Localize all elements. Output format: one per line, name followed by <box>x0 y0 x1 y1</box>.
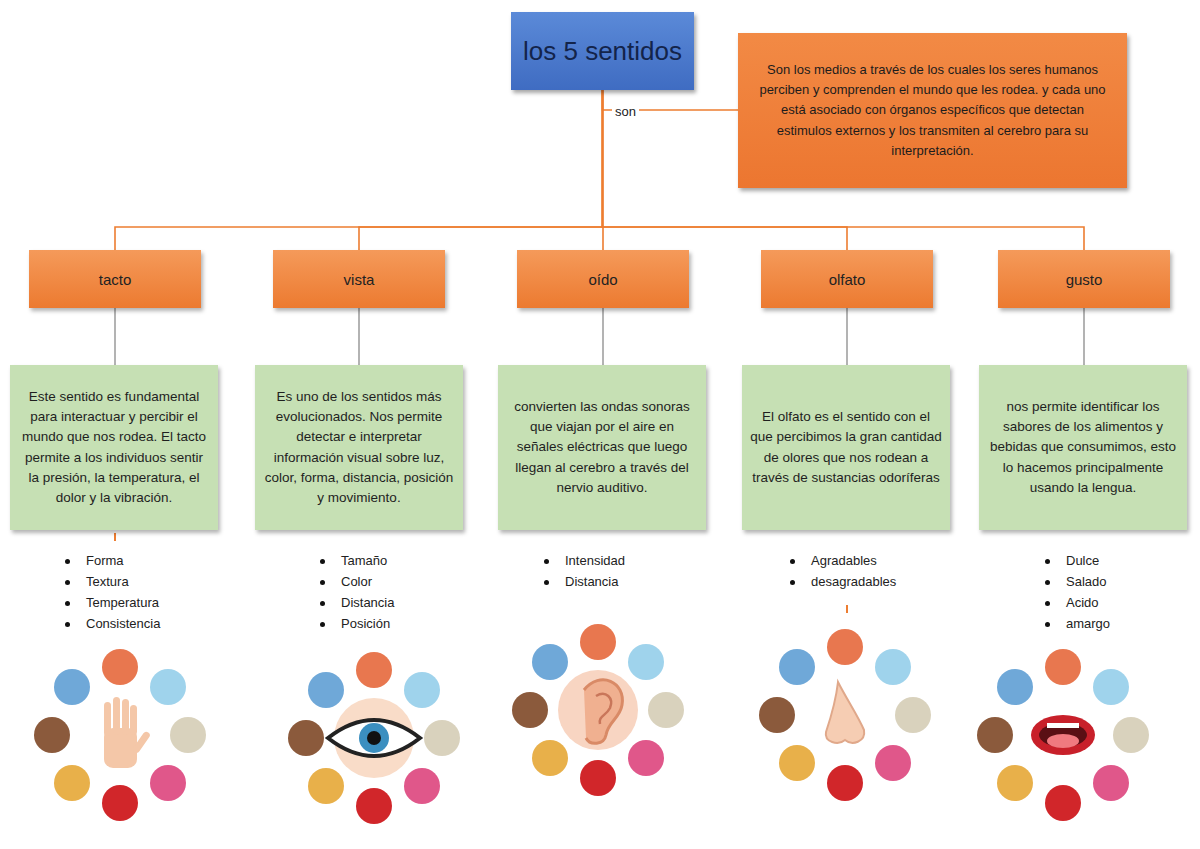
node-text: Este sentido es fundamental para interac… <box>18 387 210 509</box>
icon-ring <box>34 649 206 821</box>
eye-iris <box>359 723 389 753</box>
description-box: Este sentido es fundamental para interac… <box>10 365 218 530</box>
bullet-item: Distancia <box>565 574 618 589</box>
eye-pupil <box>367 731 381 745</box>
icon-ring <box>512 624 684 796</box>
center-circle <box>805 675 885 755</box>
mouth-teeth <box>1047 723 1079 728</box>
sense-box: tacto <box>29 250 201 308</box>
bullet-item: Temperatura <box>86 595 159 610</box>
description-box: nos permite identificar los sabores de l… <box>979 365 1187 530</box>
sense-box: vista <box>273 250 445 308</box>
nose-shape <box>826 682 864 743</box>
node-text: olfato <box>829 271 866 288</box>
hand-finger <box>122 699 129 735</box>
icon-ring <box>759 629 931 801</box>
ear-shape <box>584 680 622 743</box>
bullet-item: Forma <box>86 553 124 568</box>
center-circle <box>1023 695 1103 775</box>
bullet-item: Tamaño <box>341 553 387 568</box>
icon-ring <box>288 652 460 824</box>
bullet-item: Posición <box>341 616 390 631</box>
bullet-item: Acido <box>1066 595 1099 610</box>
description-box: Es uno de los sentidos más evolucionados… <box>255 365 463 530</box>
node-text: vista <box>344 271 375 288</box>
bullet-item: Color <box>341 574 372 589</box>
sense-box: olfato <box>761 250 933 308</box>
bullet-item: Distancia <box>341 595 394 610</box>
node-text: tacto <box>99 271 132 288</box>
description-box: El olfato es el sentido con el que perci… <box>742 365 950 530</box>
node-text: oído <box>588 271 617 288</box>
connector-line <box>114 308 116 365</box>
mouth-lips <box>1031 715 1095 755</box>
connector-label: son <box>612 104 639 119</box>
node-text: nos permite identificar los sabores de l… <box>987 397 1179 498</box>
bullet-item: Textura <box>86 574 129 589</box>
tick-line <box>846 605 848 613</box>
description-box: convierten las ondas sonoras que viajan … <box>498 365 706 530</box>
center-circle <box>558 670 638 750</box>
connector-line <box>115 90 603 250</box>
node-text: Es uno de los sentidos más evolucionados… <box>263 387 455 509</box>
bullet-item: amargo <box>1066 616 1110 631</box>
mouth-inside <box>1039 723 1087 747</box>
node-text: El olfato es el sentido con el que perci… <box>750 407 942 488</box>
connector-line <box>358 308 360 365</box>
mouth-tongue <box>1047 734 1079 748</box>
hand-thumb <box>132 730 151 754</box>
connector-line <box>602 308 604 365</box>
definition-box: Son los medios a través de los cuales lo… <box>738 33 1127 188</box>
bullet-item: Dulce <box>1066 553 1099 568</box>
ear-detail <box>596 694 611 724</box>
bullet-item: Consistencia <box>86 616 160 631</box>
bullet-item: Salado <box>1066 574 1106 589</box>
sense-box: gusto <box>998 250 1170 308</box>
tick-line <box>114 533 116 541</box>
connector-line <box>846 308 848 365</box>
bullet-item: Agradables <box>811 553 877 568</box>
title-box: los 5 sentidos <box>511 12 694 90</box>
icon-ring <box>977 649 1149 821</box>
node-text: Son los medios a través de los cuales lo… <box>754 60 1111 161</box>
node-text: gusto <box>1066 271 1103 288</box>
bullet-item: desagradables <box>811 574 896 589</box>
hand-finger <box>130 705 137 735</box>
hand-finger <box>113 697 120 735</box>
bullet-item: Intensidad <box>565 553 625 568</box>
node-text: los 5 sentidos <box>523 36 682 67</box>
node-text: convierten las ondas sonoras que viajan … <box>506 397 698 498</box>
eye-shape <box>328 720 420 756</box>
connector-line <box>1083 308 1085 365</box>
connector-line <box>359 90 603 250</box>
sense-box: oído <box>517 250 689 308</box>
hand-finger <box>104 702 111 736</box>
center-circle <box>82 697 158 773</box>
